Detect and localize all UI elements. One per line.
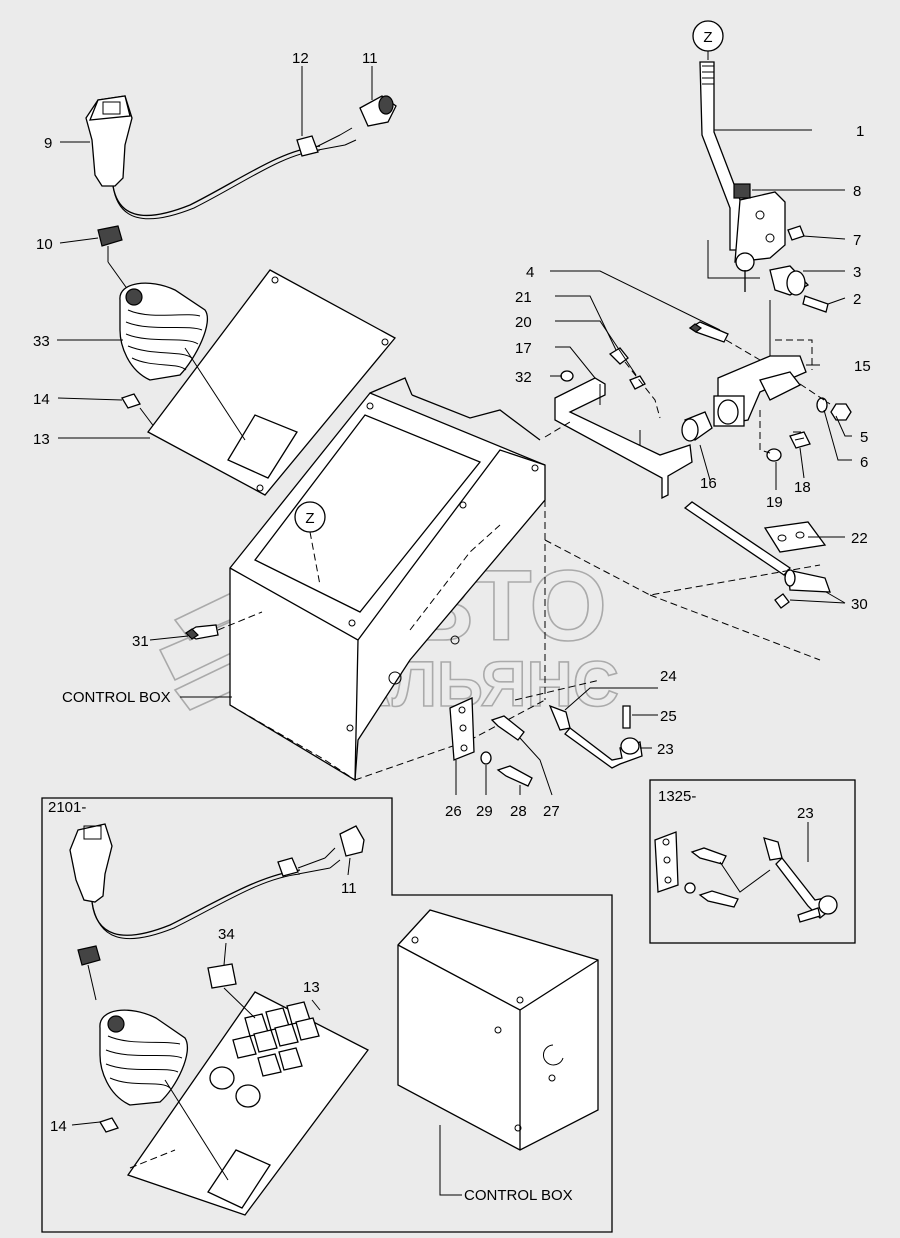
plate-22 [763,521,827,553]
cable-clamp-12 [296,135,319,157]
control-box-b [397,909,599,1151]
callout-25: 25 [660,708,677,725]
lever-bracket [734,191,786,263]
control-box-main: Z [184,377,821,782]
callout-20: 20 [515,314,532,331]
panel-13 [147,269,397,496]
inset-2101-frame [41,797,613,1233]
callout-13: 13 [33,431,50,448]
callout-labels: 1 2 3 4 5 6 7 8 9 10 11 12 13 14 15 16 1… [33,50,871,1135]
bracket-17 [554,377,693,500]
callout-6: 6 [860,454,868,471]
callout-19: 19 [766,494,783,511]
z-reference-text-2: Z [305,510,314,527]
callout-12: 12 [292,50,309,67]
callout-30: 30 [851,596,868,613]
inset-1325-frame [649,779,856,944]
callout-21: 21 [515,289,532,306]
label-34 [207,963,237,989]
callout-18: 18 [794,479,811,496]
z-reference-text: Z [703,29,712,46]
callout-32: 32 [515,369,532,386]
callout-10: 10 [36,236,53,253]
callout-9: 9 [44,135,52,152]
switch-grid [232,1001,320,1077]
nut-5 [830,403,852,421]
washer-32 [560,370,574,382]
bolt-14b [99,1117,119,1133]
callout-14b: 14 [50,1118,67,1135]
control-box-opening [254,414,482,613]
callout-27: 27 [543,803,560,820]
rod-assembly [683,501,831,609]
plate-handle-assembly [449,679,643,787]
callout-3: 3 [853,264,861,281]
pin-2 [802,295,829,313]
handle-23 [564,727,643,769]
callout-34: 34 [218,926,235,943]
washer-6 [816,397,828,413]
inset-1325: 1325- [649,779,856,944]
callout-7: 7 [853,232,861,249]
control-box-b-label: CONTROL BOX [464,1187,573,1204]
bracket-assembly [544,347,713,500]
callout-5: 5 [860,429,868,446]
nipple-18 [789,431,811,449]
connector-11b [339,825,365,857]
shift-rod [683,501,791,576]
callout-17: 17 [515,340,532,357]
washer-19 [766,448,782,462]
pin-25 [622,705,631,729]
inset-2101: 2101- [41,797,613,1233]
callout-1: 1 [856,123,864,140]
bolt-14 [121,393,141,409]
cover-panel-13 [147,269,397,496]
callout-8: 8 [853,183,861,200]
plate-26 [449,697,475,761]
callout-23b: 23 [797,805,814,822]
leader-lines [57,66,852,1126]
nut-10b [77,945,101,966]
inset-2101-label: 2101- [48,799,86,816]
shift-lever-rod [699,61,743,251]
cable [112,145,321,217]
bolt-20 [608,347,629,365]
knob-assembly [85,95,397,435]
callout-15: 15 [854,358,871,375]
callout-28: 28 [510,803,527,820]
boot-33 [119,282,208,381]
callout-23: 23 [657,741,674,758]
callout-14: 14 [33,391,50,408]
callout-11: 11 [362,50,378,67]
callout-26: 26 [445,803,462,820]
nut-8 [733,183,751,199]
washer-29 [480,751,492,765]
callout-22: 22 [851,530,868,547]
callout-33: 33 [33,333,50,350]
knob-9b [69,823,113,903]
callout-2: 2 [853,291,861,308]
callout-16: 16 [700,475,717,492]
nut-21 [629,375,646,390]
callout-24: 24 [660,668,677,685]
callout-31: 31 [132,633,149,650]
bolt-7 [787,225,805,241]
inset-1325-label: 1325- [658,788,696,805]
bolt-28 [496,765,533,787]
callout-11b: 11 [341,880,357,897]
pivot-housing-assembly [688,321,852,462]
callout-29: 29 [476,803,493,820]
callout-4: 4 [526,264,534,281]
callout-13b: 13 [303,979,320,996]
nut-10 [97,225,123,247]
control-box-label: CONTROL BOX [62,689,171,706]
shift-lever-assembly: Z [692,20,829,360]
bolt-27 [490,715,525,741]
